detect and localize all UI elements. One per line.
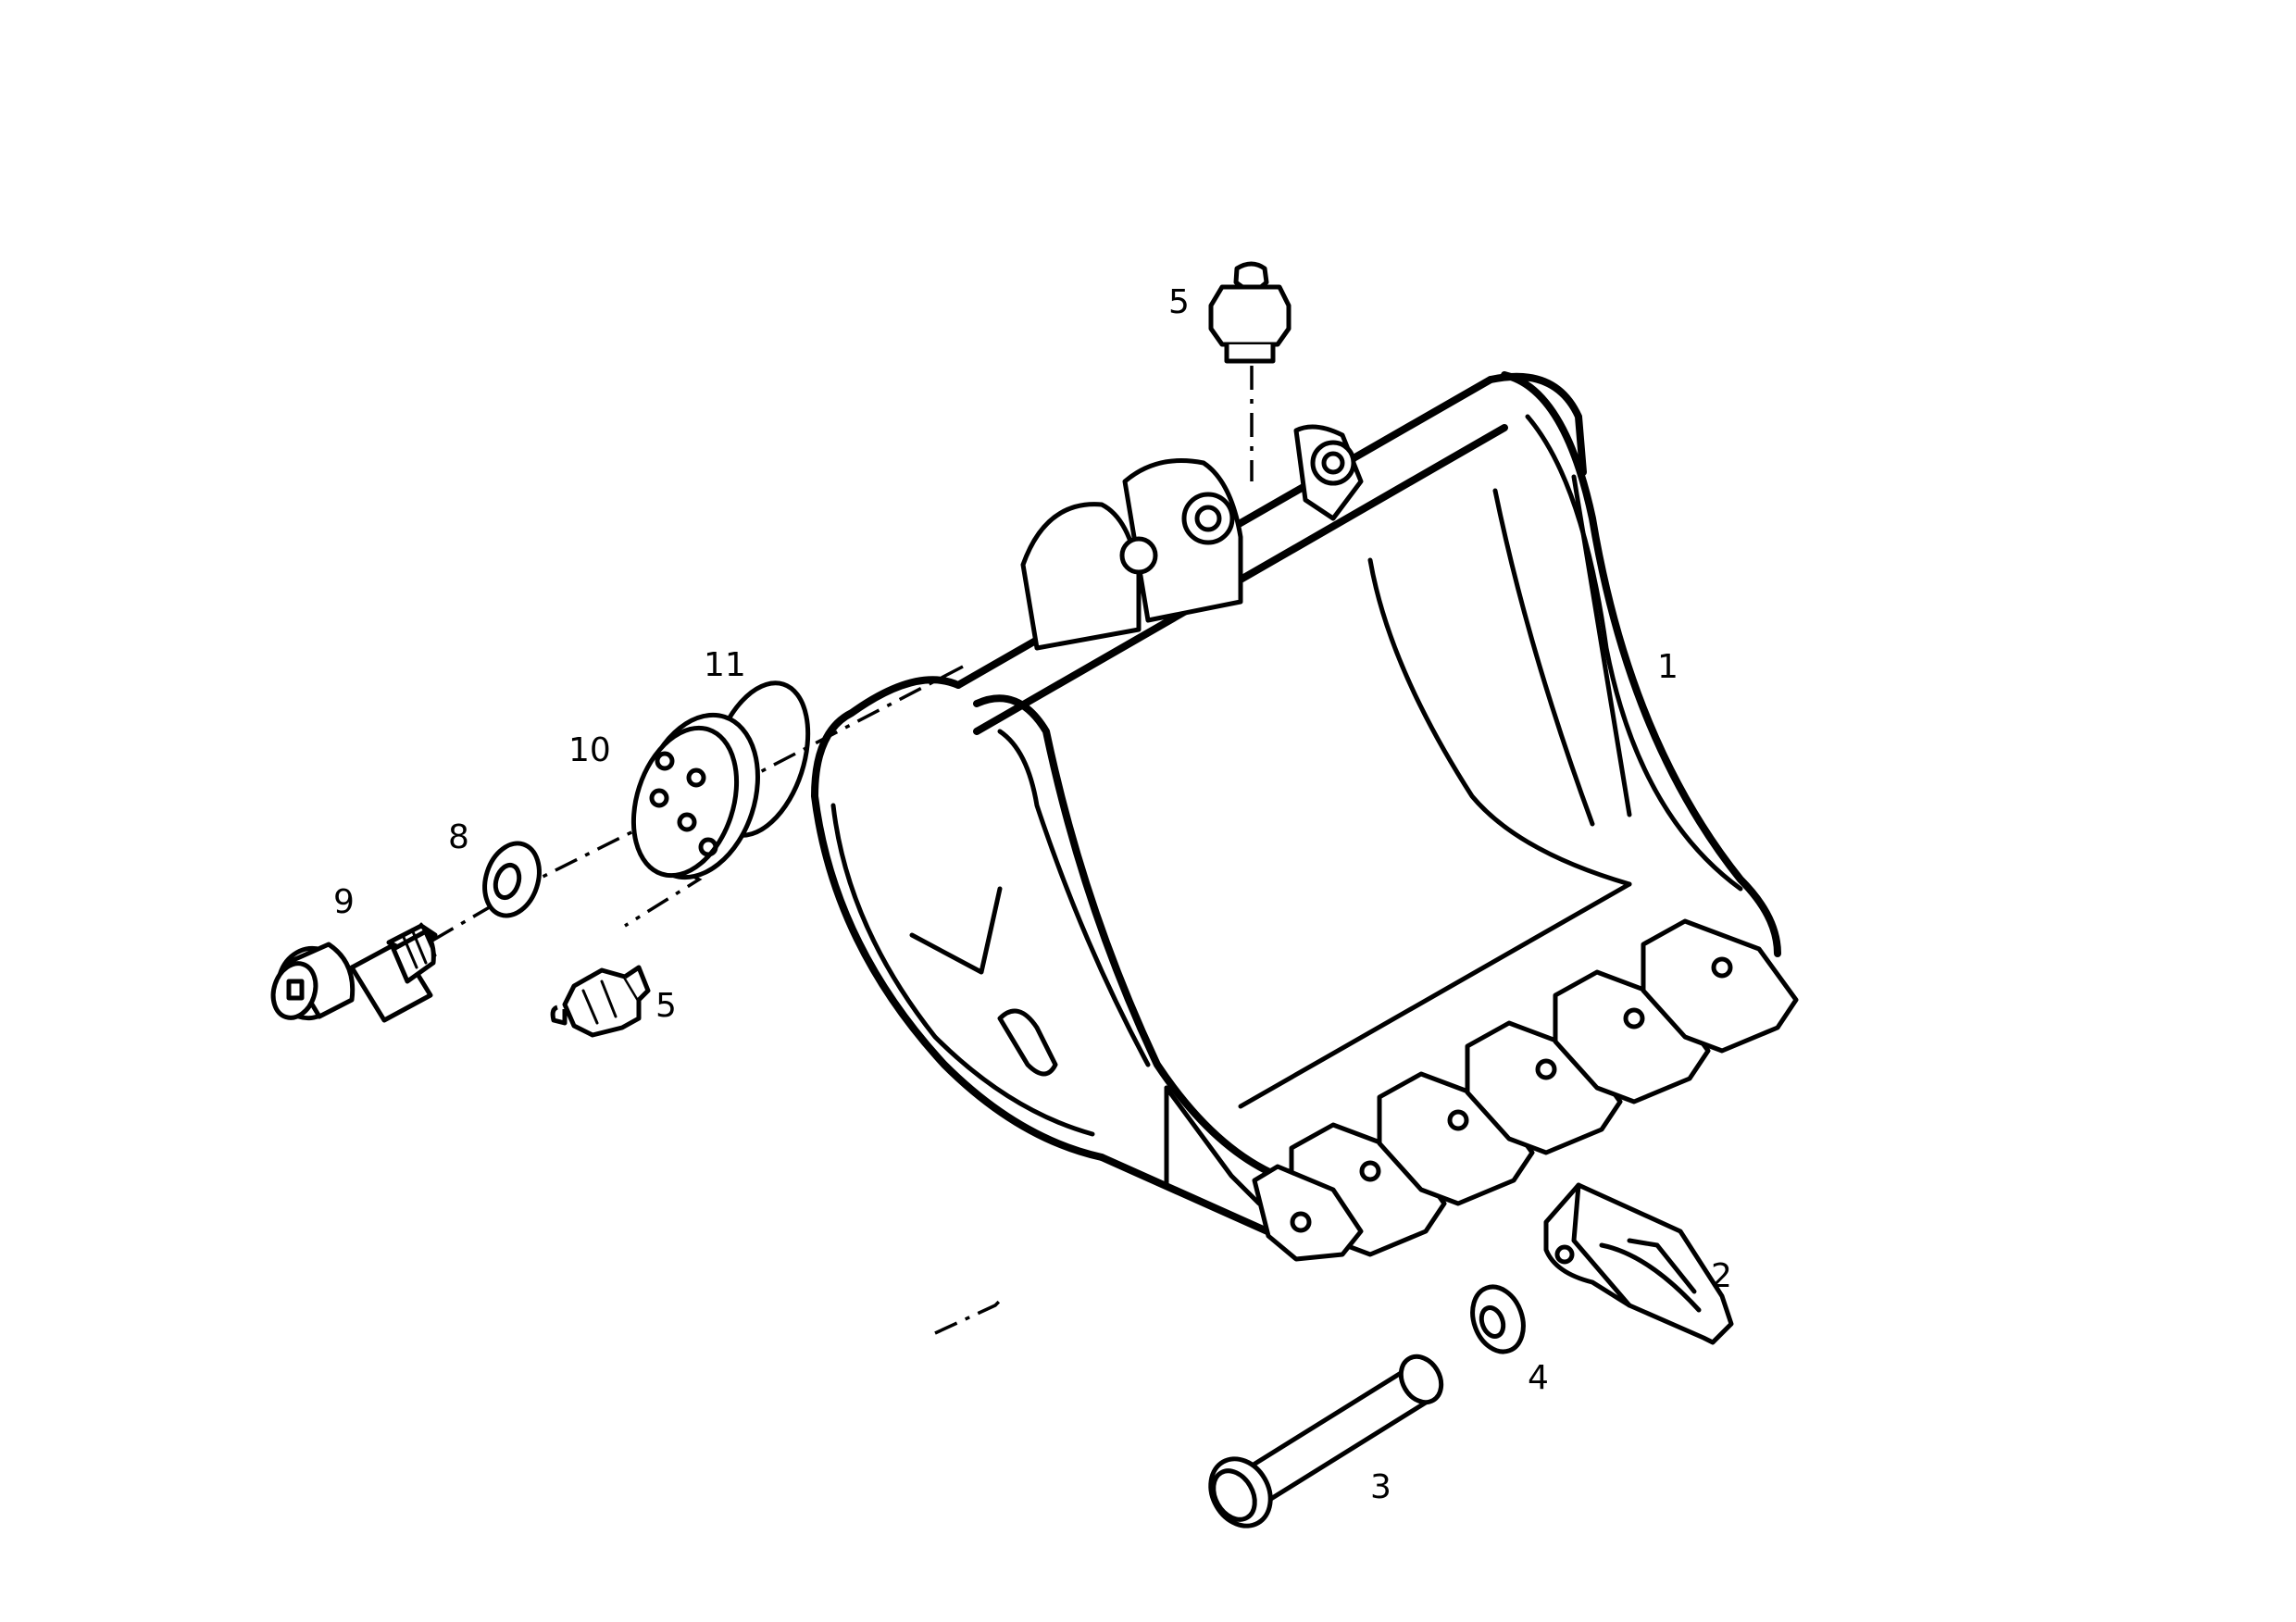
- bucket: [811, 371, 1799, 1262]
- washer: [482, 841, 542, 918]
- callout-11: 11: [704, 646, 746, 684]
- bolt: [270, 922, 438, 1023]
- callout-4: 4: [1528, 1359, 1549, 1397]
- callout-2: 2: [1711, 1257, 1732, 1295]
- pin: [1208, 1354, 1444, 1528]
- mounting-bosses: [1020, 424, 1364, 651]
- retainer: [1470, 1284, 1526, 1354]
- callout-9: 9: [333, 883, 355, 921]
- callout-5-side: 5: [655, 987, 677, 1025]
- callout-1: 1: [1657, 648, 1678, 686]
- grease-nipple-top: [1208, 261, 1292, 364]
- callout-3: 3: [1370, 1468, 1391, 1506]
- tooth: [1543, 1182, 1734, 1345]
- callout-5-top: 5: [1168, 283, 1190, 321]
- flange-disc: [630, 712, 760, 880]
- callout-8: 8: [448, 818, 469, 856]
- callout-labels: 1 2 3 4 5 5 8 9 10 11: [333, 283, 1732, 1506]
- grease-nipple-side: [550, 965, 651, 1038]
- callout-10: 10: [568, 731, 611, 769]
- bucket-teeth: [1252, 918, 1799, 1262]
